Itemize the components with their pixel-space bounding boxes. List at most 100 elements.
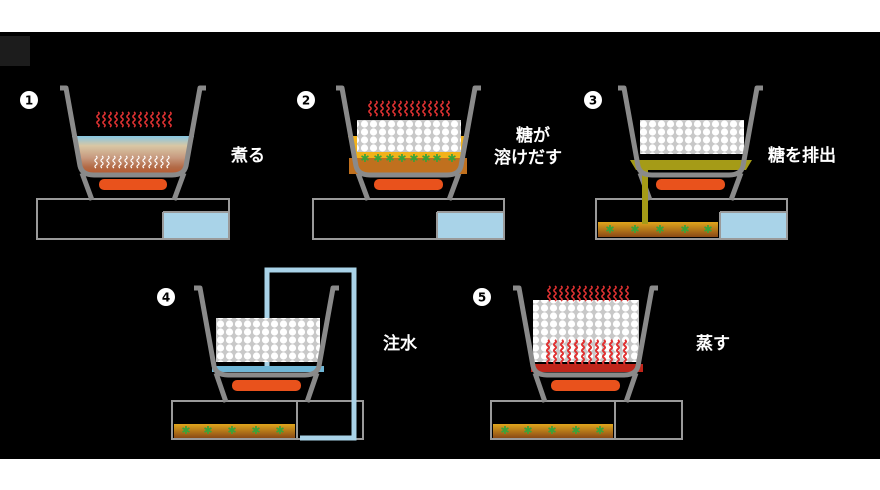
- step-badge: [584, 91, 602, 109]
- green-marker: ✱: [547, 424, 556, 437]
- corner-tab: [0, 36, 30, 66]
- boil-waves: [94, 155, 170, 169]
- step-label: 糖を排出: [768, 145, 836, 166]
- heater: [374, 179, 443, 190]
- heater: [232, 380, 301, 391]
- wave-mark: [374, 100, 378, 117]
- pot-legs: [532, 372, 639, 403]
- heat-waves: [96, 111, 172, 128]
- step-5: ✱✱✱✱✱ 5 蒸す: [473, 285, 730, 440]
- wave-mark: [156, 111, 160, 128]
- step-3: ✱✱✱✱✱ 3 糖を排出: [584, 85, 836, 240]
- step-number: 5: [478, 291, 486, 305]
- green-marker: ✱: [703, 223, 712, 236]
- heater: [551, 380, 620, 391]
- wave-mark: [594, 339, 600, 365]
- wave-mark: [148, 155, 152, 169]
- wave-mark: [615, 339, 621, 365]
- wave-mark: [144, 111, 148, 128]
- wave-mark: [398, 100, 402, 117]
- step-badge: [20, 91, 38, 109]
- pot-outline: [60, 85, 206, 178]
- wave-mark: [622, 339, 628, 365]
- step-label: 注水: [383, 333, 418, 354]
- green-markers: ✱✱✱✱✱✱✱✱: [360, 152, 456, 165]
- steam-layer: [531, 364, 643, 372]
- pot-contents: [72, 136, 194, 175]
- wave-mark: [124, 155, 128, 169]
- pot-outline: [194, 285, 339, 378]
- green-marker: ✱: [447, 152, 456, 165]
- green-marker: ✱: [605, 223, 614, 236]
- step-badge: [473, 288, 491, 306]
- wave-mark: [577, 285, 581, 302]
- wave-mark: [607, 285, 611, 302]
- water-tank: [720, 212, 786, 238]
- wave-mark: [102, 111, 106, 128]
- green-marker: ✱: [181, 424, 190, 437]
- wave-mark: [106, 155, 110, 169]
- wave-mark: [440, 100, 444, 117]
- wave-mark: [566, 339, 572, 365]
- green-marker: ✱: [655, 223, 664, 236]
- wave-mark: [100, 155, 104, 169]
- heater: [99, 179, 167, 190]
- green-marker: ✱: [251, 424, 260, 437]
- wave-mark: [166, 155, 170, 169]
- water-layer: [212, 366, 324, 372]
- green-marker: ✱: [397, 152, 406, 165]
- step-number: 4: [162, 291, 170, 305]
- step-4: ✱✱✱✱✱ 4 注水: [157, 267, 418, 441]
- wave-mark: [126, 111, 130, 128]
- wave-mark: [559, 339, 565, 365]
- wave-mark: [162, 111, 166, 128]
- pot-legs: [79, 172, 187, 201]
- wave-mark: [108, 111, 112, 128]
- wave-mark: [120, 111, 124, 128]
- wave-mark: [410, 100, 414, 117]
- green-marker: ✱: [595, 424, 604, 437]
- step-number: 2: [302, 94, 310, 108]
- wave-mark: [446, 100, 450, 117]
- wave-mark: [565, 285, 569, 302]
- green-marker: ✱: [432, 152, 441, 165]
- green-marker: ✱: [385, 152, 394, 165]
- heat-waves: [547, 285, 629, 302]
- green-marker: ✱: [409, 152, 418, 165]
- grain-block: [216, 318, 320, 362]
- green-marker: ✱: [571, 424, 580, 437]
- step-badge: [297, 91, 315, 109]
- step-label-line2: 溶けだす: [494, 147, 562, 168]
- wave-mark: [118, 155, 122, 169]
- green-markers: ✱✱✱✱✱: [181, 424, 284, 437]
- wave-mark: [136, 155, 140, 169]
- water-tank: [437, 212, 503, 238]
- heater: [656, 179, 725, 190]
- wave-mark: [404, 100, 408, 117]
- green-marker: ✱: [421, 152, 430, 165]
- water-tank: [163, 212, 228, 238]
- step-number: 3: [589, 94, 597, 108]
- drained-sugar: [174, 424, 295, 438]
- green-marker: ✱: [203, 424, 212, 437]
- wave-mark: [132, 111, 136, 128]
- wave-mark: [552, 339, 558, 365]
- wave-mark: [559, 285, 563, 302]
- wave-mark: [587, 339, 593, 365]
- wave-mark: [150, 111, 154, 128]
- wave-mark: [380, 100, 384, 117]
- wave-mark: [601, 339, 607, 365]
- drain-flow: [642, 170, 648, 224]
- wave-mark: [114, 111, 118, 128]
- green-marker: ✱: [630, 223, 639, 236]
- wave-mark: [571, 285, 575, 302]
- heat-waves: [368, 100, 450, 117]
- green-marker: ✱: [523, 424, 532, 437]
- wave-mark: [368, 100, 372, 117]
- pot-outline: [618, 85, 763, 178]
- wave-mark: [547, 285, 551, 302]
- step-number: 1: [25, 94, 33, 108]
- wave-mark: [386, 100, 390, 117]
- step-badge: [157, 288, 175, 306]
